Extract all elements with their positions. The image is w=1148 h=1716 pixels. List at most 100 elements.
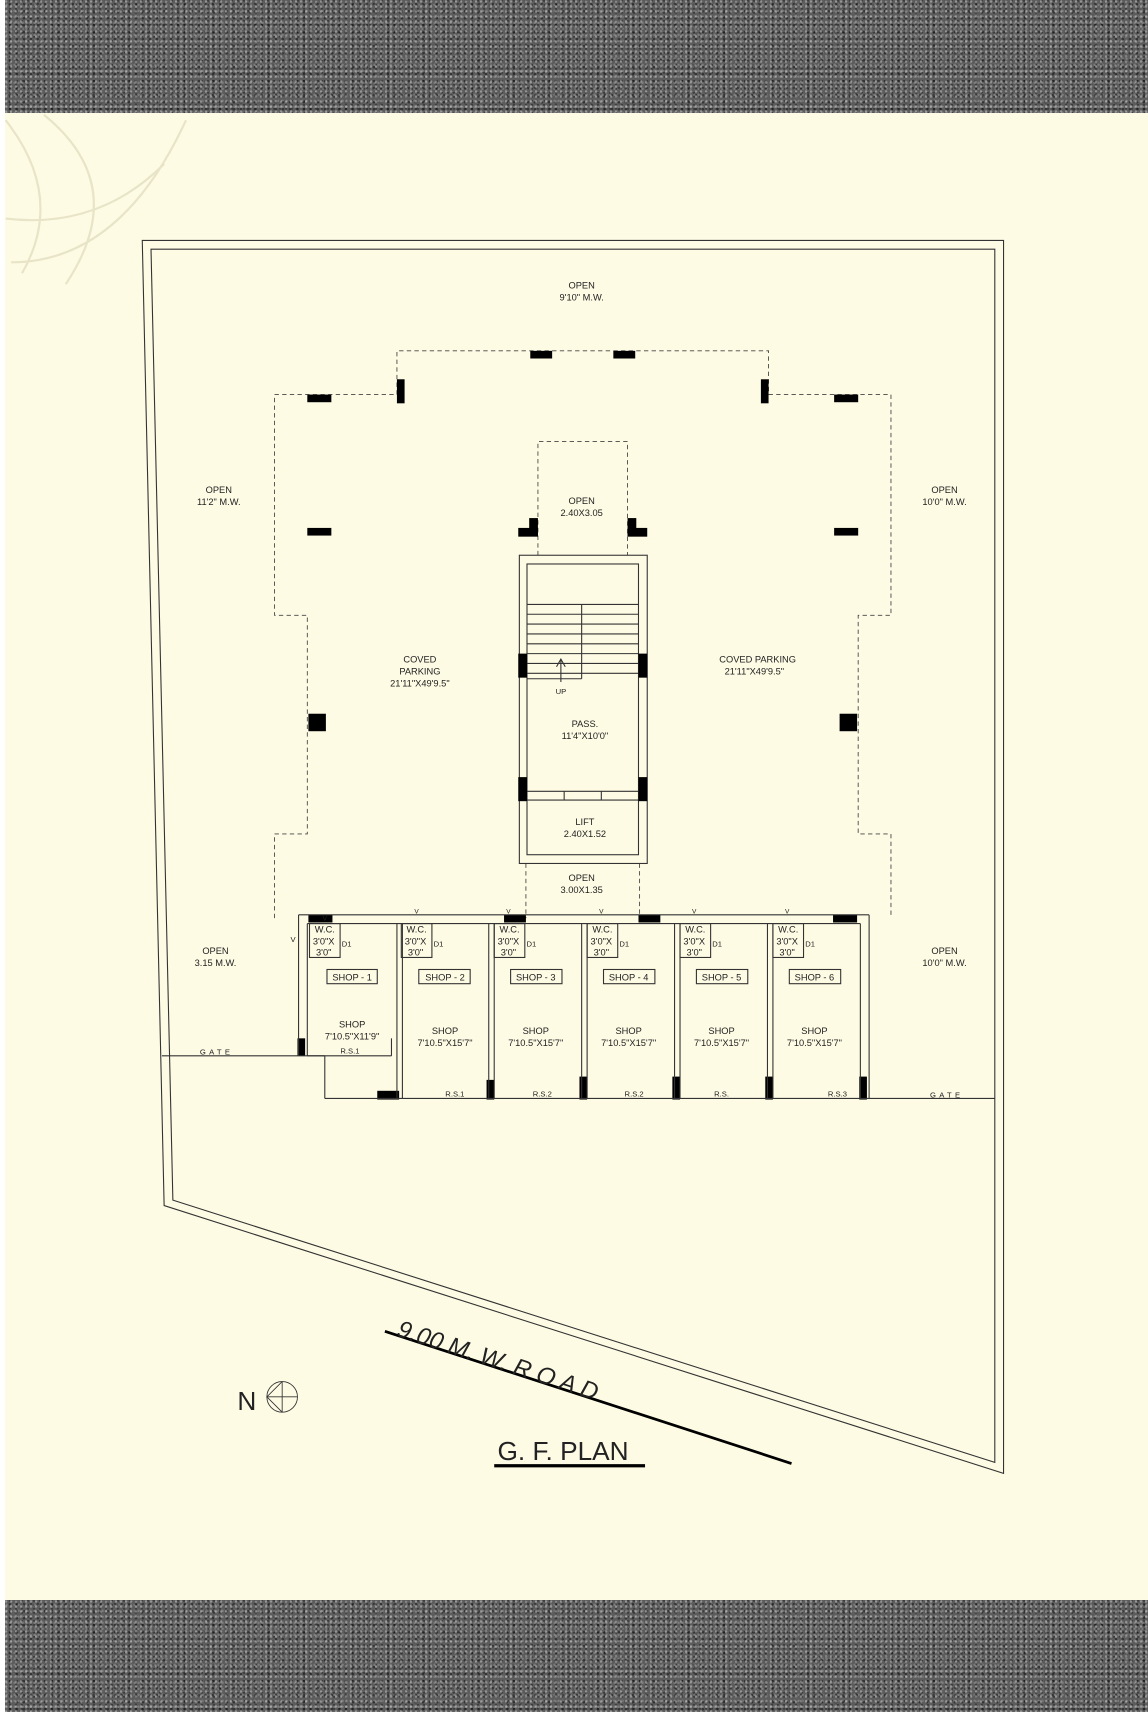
shop-size: 7'10.5"X15'7" [508,1038,563,1048]
road-label: 9.00 M. W. R O A D [394,1316,602,1406]
shop-label: SHOP [339,1019,365,1029]
rolling-shutter-label: R.S.3 [828,1089,847,1098]
wc-label: W.C. [407,924,427,934]
wc-size: 3'0" [779,947,794,957]
door-label: D1 [434,940,444,949]
shop-walls [161,914,995,1100]
wc-vent: V [599,909,604,916]
shop-size: 7'10.5"X15'7" [694,1038,749,1048]
open-left-front-label: OPEN [202,946,228,956]
shop-label: SHOP [708,1026,734,1036]
wc-label: W.C. [685,924,705,934]
shop-size: 7'10.5"X15'7" [418,1038,473,1048]
wc-size: 3'0"X [313,936,335,946]
wc-size: 3'0" [501,947,516,957]
open-lift-front-size: 3.00X1.35 [560,885,602,895]
rolling-shutter-label: R.S.1 [445,1089,464,1098]
wc-size: 3'0" [687,947,702,957]
wc-size: 3'0"X [776,936,798,946]
shop-size: 7'10.5"X15'7" [601,1038,656,1048]
stair-treads [527,603,639,680]
wc-size: 3'0"X [591,936,613,946]
wc-size: 3'0" [594,947,609,957]
plan-title: G. F. PLAN [497,1436,628,1466]
building-outline [274,350,892,919]
shop-3: V W.C. 3'0"X 3'0" D1 SHOP - 3 SHOP 7'10.… [498,909,564,1099]
shop-tag: SHOP - 2 [425,972,465,982]
open-lift-front-label: OPEN [568,873,594,883]
lift-label: LIFT [575,817,594,827]
shop-tag: SHOP - 1 [332,972,372,982]
rolling-shutter-label: R.S.2 [625,1089,644,1098]
open-top-size: 9'10" M.W. [560,293,604,303]
shop-label: SHOP [432,1026,458,1036]
shop-size: 7'10.5"X15'7" [787,1038,842,1048]
open-left-size: 11'2" M.W. [197,497,241,507]
wc-vent: V [414,909,419,916]
wc-label: W.C. [499,924,519,934]
wc-size: 3'0" [316,947,331,957]
shop-5: V W.C. 3'0"X 3'0" D1 SHOP - 5 SHOP 7'10.… [683,909,749,1099]
rolling-shutter-label: R.S. [714,1089,729,1098]
rolling-shutter-label: R.S.2 [533,1089,552,1098]
wc-size: 3'0"X [683,936,705,946]
texture-band-bottom [5,1600,1148,1712]
door-label: D1 [619,940,629,949]
up-label: UP [556,687,567,696]
drawing-sheet [5,113,1148,1600]
room-labels: OPEN 9'10" M.W. OPEN 11'2" M.W. OPEN 10'… [195,281,967,1100]
open-left-label: OPEN [206,485,232,495]
north-label: N [237,1386,256,1416]
stair-core [518,554,648,865]
shop-tag: SHOP - 6 [795,972,835,982]
open-right-label: OPEN [931,485,957,495]
open-shaft-size: 2.40X3.05 [560,508,602,518]
lift-size: 2.40X1.52 [564,829,606,839]
rolling-shutter-label: R.S.1 [340,1047,359,1056]
shop-label: SHOP [615,1026,641,1036]
wc-label: W.C. [315,924,335,934]
shop-label: SHOP [523,1026,549,1036]
wc-vent: V [692,909,697,916]
wc-vent: V [506,909,511,916]
shop-2: V W.C. 3'0"X 3'0" D1 SHOP - 2 SHOP 7'10.… [405,909,473,1099]
open-left-front-size: 3.15 M.W. [195,958,237,968]
wc-vent: V [785,909,790,916]
texture-band-top [5,0,1148,113]
parking-left-l1: COVED [403,654,436,664]
shop-size: 7'10.5"X11'9" [325,1031,379,1041]
open-right-size: 10'0" M.W. [922,497,966,507]
plot-boundary [141,239,1005,1475]
shop-tag: SHOP - 3 [516,972,556,982]
open-right-front-size: 10'0" M.W. [922,958,966,968]
parking-right-label: COVED PARKING [719,654,796,664]
wc-label: W.C. [778,924,798,934]
pass-label: PASS. [572,719,599,729]
door-label: D1 [805,940,815,949]
shop-1: V W.C. 3'0"X 3'0" D1 SHOP - 1 SHOP 7'10.… [313,915,379,1055]
parking-right-size: 21'11"X49'9.5" [725,666,785,676]
columns [297,350,867,1100]
gate-left-label: GATE [200,1048,233,1057]
door-label: D1 [342,940,352,949]
north-arrow-icon [266,1381,298,1413]
gate-right-label: GATE [930,1090,963,1099]
wc-size: 3'0" [408,947,423,957]
shop-tag: SHOP - 4 [609,972,649,982]
shop-6: V W.C. 3'0"X 3'0" D1 SHOP - 6 SHOP 7'10.… [776,909,847,1099]
door-label: D1 [526,940,536,949]
parking-left-l2: PARKING [399,666,440,676]
open-top-label: OPEN [568,281,594,291]
vent-label: V [291,935,297,944]
wc-boxes [308,923,842,985]
shop-label: SHOP [801,1026,827,1036]
wc-vent: V [323,915,328,922]
door-label: D1 [712,940,722,949]
parking-left-size: 21'11"X49'9.5" [390,678,450,688]
shop-tag: SHOP - 5 [702,972,742,982]
pass-size: 11'4"X10'0" [562,731,609,741]
logo-watermark [4,113,187,285]
shop-4: V W.C. 3'0"X 3'0" D1 SHOP - 4 SHOP 7'10.… [591,909,657,1099]
open-shaft-label: OPEN [568,496,594,506]
